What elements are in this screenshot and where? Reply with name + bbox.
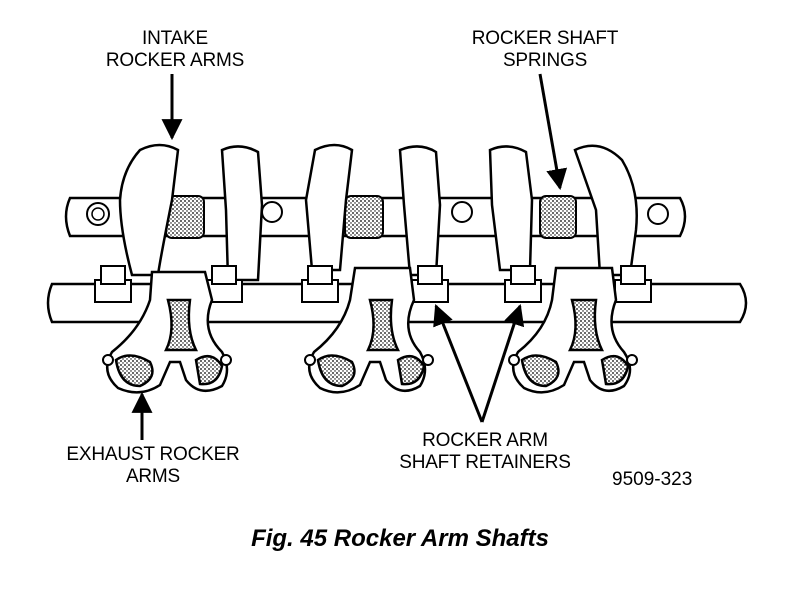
rocker-arm-shaft-retainers xyxy=(94,265,652,303)
label-line: ARMS xyxy=(125,466,181,487)
leader-arrows xyxy=(131,73,568,440)
figure-caption: Fig. 45 Rocker Arm Shafts xyxy=(251,525,549,552)
label-line: SPRINGS xyxy=(502,50,588,71)
label-intake-rocker-arms: INTAKE ROCKER ARMS xyxy=(90,28,260,72)
label-line: ROCKER SHAFT xyxy=(471,28,619,49)
label-shaft-retainers: ROCKER ARM SHAFT RETAINERS xyxy=(380,430,590,474)
label-rocker-shaft-springs: ROCKER SHAFT SPRINGS xyxy=(450,28,640,72)
intake-rocker-arms xyxy=(118,143,638,282)
label-exhaust-rocker-arms: EXHAUST ROCKER ARMS xyxy=(48,444,258,488)
exhaust-rocker-arms xyxy=(102,266,638,394)
label-line: ROCKER ARM xyxy=(422,430,548,451)
rocker-shaft-springs xyxy=(165,195,577,239)
label-line: ROCKER ARMS xyxy=(105,50,245,71)
label-line: INTAKE xyxy=(141,28,208,49)
figure-code: 9509-323 xyxy=(612,469,693,490)
label-line: EXHAUST ROCKER xyxy=(66,444,240,465)
label-line: SHAFT RETAINERS xyxy=(399,452,571,473)
